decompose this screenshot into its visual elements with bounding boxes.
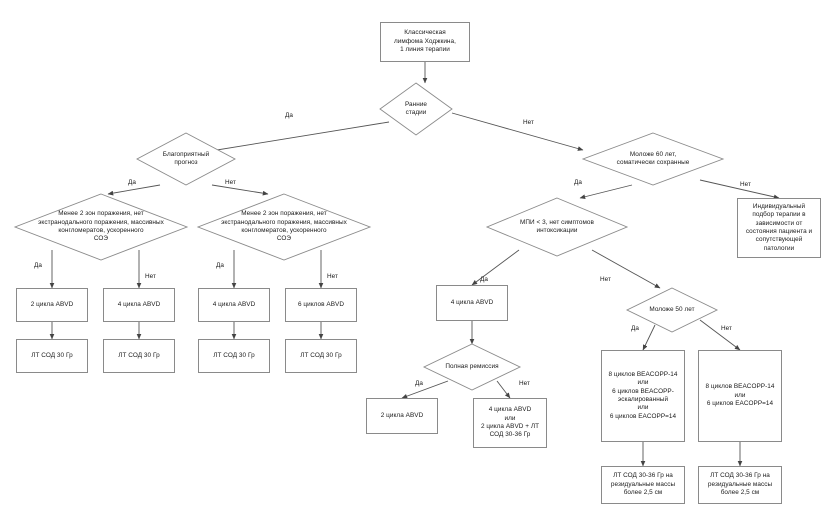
edge-young50-to-beacoppShort xyxy=(699,319,741,351)
edge-label-young50-to-beacoppFull: Да xyxy=(631,325,639,332)
process-rt3036a[interactable]: ЛТ СОД 30-36 Гр на резидуальные массы бо… xyxy=(601,466,685,504)
edge-early-to-favorable xyxy=(185,121,390,157)
decision-young60[interactable] xyxy=(581,132,725,186)
edge-young60-to-individual xyxy=(699,179,780,200)
edge-label-young50-to-beacoppShort: Нет xyxy=(721,325,733,332)
decision-zonesLeft[interactable] xyxy=(13,193,189,261)
edge-remission-to-abvd2b xyxy=(401,380,449,399)
edge-label-early-to-young60: Нет xyxy=(523,119,535,126)
edge-label-early-to-favorable: Да xyxy=(285,112,293,119)
edge-mpi-to-abvd4mid xyxy=(471,249,520,286)
decision-early[interactable] xyxy=(379,82,453,136)
process-beacoppFull[interactable]: 8 циклов BEACOPP-14 или 6 циклов BEACOPP… xyxy=(601,350,685,442)
edge-label-zonesRight-to-abvd4b: Да xyxy=(216,262,224,269)
edge-lines xyxy=(49,62,780,467)
edge-label-mpi-to-young50: Нет xyxy=(600,276,612,283)
process-abvd2b[interactable]: 2 цикла ABVD xyxy=(366,398,438,434)
edge-label-mpi-to-abvd4mid: Да xyxy=(480,276,488,283)
edge-label-favorable-to-zonesRight: Нет xyxy=(225,179,237,186)
edge-favorable-to-zonesRight xyxy=(211,184,269,196)
edge-early-to-young60 xyxy=(451,112,584,151)
decision-young50[interactable] xyxy=(625,287,719,333)
node-shapes xyxy=(13,82,725,391)
edge-label-zonesLeft-to-abvd4a: Нет xyxy=(145,273,157,280)
decision-mpi[interactable] xyxy=(485,197,629,257)
edge-label-zonesLeft-to-abvd2a: Да xyxy=(34,262,42,269)
edge-mpi-to-young50 xyxy=(591,249,661,289)
edge-young50-to-beacoppFull xyxy=(642,324,656,351)
edge-label-favorable-to-zonesLeft: Да xyxy=(128,179,136,186)
process-abvd4mid[interactable]: 4 цикла ABVD xyxy=(436,285,508,321)
process-abvd2a[interactable]: 2 цикла ABVD xyxy=(16,288,88,322)
process-beacoppShort[interactable]: 8 циклов BEACOPP-14 или 6 циклов EACOPP=… xyxy=(698,350,782,442)
process-abvd4b[interactable]: 4 цикла ABVD xyxy=(198,288,270,322)
process-abvd4rt[interactable]: 4 цикла ABVD или 2 цикла ABVD + ЛТ СОД 3… xyxy=(473,398,547,448)
process-rt30a[interactable]: ЛТ СОД 30 Гр xyxy=(16,339,88,373)
decision-remission[interactable] xyxy=(422,343,522,391)
process-rt30c[interactable]: ЛТ СОД 30 Гр xyxy=(198,339,270,373)
process-individual[interactable]: Индивидуальный подбор терапии в зависимо… xyxy=(737,198,821,258)
edge-remission-to-abvd4rt xyxy=(496,380,511,399)
process-rt3036b[interactable]: ЛТ СОД 30-36 Гр на резидуальные массы бо… xyxy=(698,466,782,504)
edge-favorable-to-zonesLeft xyxy=(107,184,161,196)
edge-label-young60-to-mpi: Да xyxy=(574,179,582,186)
edge-label-remission-to-abvd2b: Да xyxy=(415,380,423,387)
process-rt30d[interactable]: ЛТ СОД 30 Гр xyxy=(285,339,357,373)
process-rt30b[interactable]: ЛТ СОД 30 Гр xyxy=(103,339,175,373)
process-start[interactable]: Классическая лимфома Ходжкина, 1 линия т… xyxy=(380,22,470,62)
decision-zonesRight[interactable] xyxy=(196,193,372,261)
decision-favorable[interactable] xyxy=(136,132,236,186)
edge-label-young60-to-individual: Нет xyxy=(740,181,752,188)
edge-label-zonesRight-to-abvd6: Нет xyxy=(327,273,339,280)
process-abvd4a[interactable]: 4 цикла ABVD xyxy=(103,288,175,322)
process-abvd6[interactable]: 6 циклов ABVD xyxy=(285,288,357,322)
edge-young60-to-mpi xyxy=(579,184,633,200)
edge-label-remission-to-abvd4rt: Нет xyxy=(519,380,531,387)
